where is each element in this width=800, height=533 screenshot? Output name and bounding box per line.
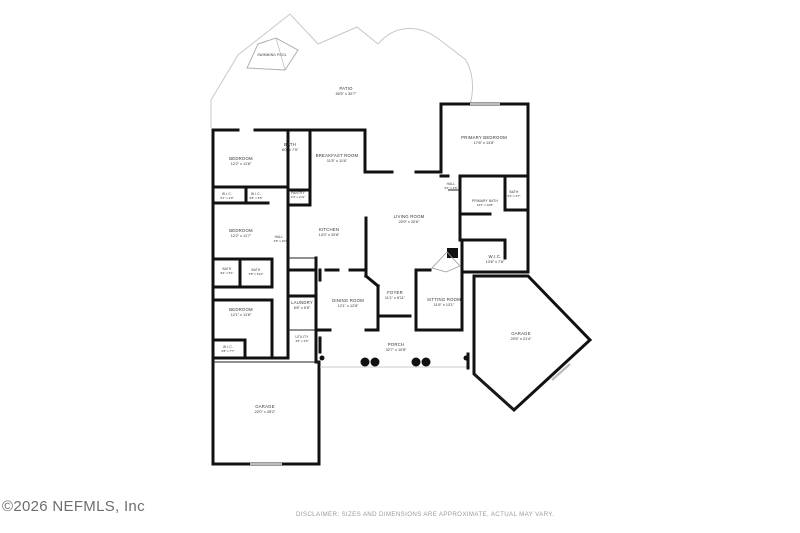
label-garage-left: GARAGE 22'0" x 28'2"	[255, 404, 276, 414]
label-bath-mid-a: BATH 8'4" x 5'1"	[220, 267, 233, 275]
label-swimming-pool: SWIMMING POOL	[257, 53, 286, 57]
label-hall: HALL 3'5" x 16'8"	[274, 235, 289, 243]
sitting-room-name: SITTING ROOM	[427, 297, 461, 302]
primary-bedroom-name: PRIMARY BEDROOM	[461, 135, 507, 140]
wic-right-name: W.I.C.	[489, 254, 502, 259]
label-porch: PORCH 32'7" x 10'8"	[386, 342, 407, 352]
wic-2-name: W.I.C.	[251, 192, 261, 196]
dining-room-name: DINING ROOM	[332, 298, 364, 303]
fireplace	[431, 248, 461, 273]
right-wing-walls	[439, 102, 530, 274]
label-kitchen: KITCHEN 13'3" x 20'8"	[319, 227, 340, 237]
primary-bedroom-dims: 17'8" x 14'8"	[474, 141, 495, 145]
pantry-name: PANTRY	[291, 191, 306, 195]
bedroom-2-name: BEDROOM	[229, 228, 253, 233]
label-dining-room: DINING ROOM 12'1" x 12'8"	[332, 298, 364, 308]
hall-dims: 3'5" x 16'8"	[274, 239, 289, 243]
bath-mid-a-name: BATH	[222, 267, 232, 271]
label-bedroom-3: BEDROOM 12'1" x 11'8"	[229, 307, 253, 317]
label-laundry: LAUNDRY 6'8" x 6'8"	[291, 300, 313, 310]
breakfast-room-dims: 11'5" x 11'6"	[327, 159, 348, 163]
primary-bath-name: PRIMARY BATH	[472, 199, 498, 203]
wic-right-dims: 13'8" x 7'8"	[486, 260, 505, 264]
bath-top-dims: 8'0" x 7'5"	[282, 148, 299, 152]
patio-name: PATIO	[339, 86, 353, 91]
label-bath-mid-b: BATH 5'8" x 6'10"	[249, 268, 264, 276]
living-room-dims: 20'9" x 20'6"	[399, 220, 420, 224]
porch-dims: 32'7" x 10'8"	[386, 348, 407, 352]
patio-dims: 50'5" x 30'7"	[336, 92, 357, 96]
garage-left-name: GARAGE	[255, 404, 275, 409]
left-wing-walls	[211, 128, 290, 364]
bedroom-3-name: BEDROOM	[229, 307, 253, 312]
right-garage-walls	[472, 274, 593, 413]
hall-right-dims: 6'4" x 4'6"	[444, 186, 457, 190]
disclaimer-text: DISCLAIMER: SIZES AND DIMENSIONS ARE APP…	[296, 511, 555, 518]
central-walls	[286, 128, 464, 364]
label-hall-right: HALL 6'4" x 4'6"	[444, 182, 457, 190]
bedroom-2-dims: 12'2" x 11'7"	[231, 234, 252, 238]
label-sitting-room: SITTING ROOM 11'6" x 13'1"	[427, 297, 461, 307]
wic-1-dims: 6'1" x 2'9"	[220, 196, 233, 200]
label-foyer: FOYER 11'1" x 8'11"	[385, 290, 406, 300]
label-bedroom-2: BEDROOM 12'2" x 11'7"	[229, 228, 253, 238]
left-garage-walls	[211, 360, 321, 466]
bath-right-dims: 6'2" x 6'7"	[507, 194, 520, 198]
utility-dims: 3'6" x 4'6"	[295, 339, 308, 343]
laundry-dims: 6'8" x 6'8"	[294, 306, 311, 310]
wic-2-dims: 5'8" x 5'5"	[249, 196, 262, 200]
garage-left-dims: 22'0" x 28'2"	[255, 410, 276, 414]
wic-1-name: W.I.C.	[222, 192, 232, 196]
label-living-room: LIVING ROOM 20'9" x 20'6"	[394, 214, 425, 224]
hall-right-name: HALL	[447, 182, 456, 186]
foyer-dims: 11'1" x 8'11"	[385, 296, 406, 300]
label-utility: UTILITY 3'6" x 4'6"	[295, 335, 309, 343]
copyright-notice: ©2026 NEFMLS, Inc	[2, 498, 145, 515]
bath-mid-b-dims: 5'8" x 6'10"	[249, 272, 264, 276]
garage-right-name: GARAGE	[511, 331, 531, 336]
label-patio: PATIO 50'5" x 30'7"	[336, 86, 357, 96]
wic-3-dims: 6'8" x 7'7"	[221, 349, 234, 353]
label-wic-3: W.I.C. 6'8" x 7'7"	[221, 345, 234, 353]
bath-mid-b-name: BATH	[251, 268, 261, 272]
primary-bath-dims: 13'4" x 10'8"	[477, 203, 493, 207]
label-breakfast-room: BREAKFAST ROOM 11'5" x 11'6"	[316, 153, 359, 163]
bath-top-name: BATH	[284, 142, 296, 147]
breakfast-room-name: BREAKFAST ROOM	[316, 153, 359, 158]
label-bedroom-1: BEDROOM 12'2" x 11'8"	[229, 156, 253, 166]
hall-name: HALL	[275, 235, 284, 239]
bath-mid-a-dims: 8'4" x 5'1"	[220, 271, 233, 275]
garage-right-dims: 20'5" x 21'4"	[511, 337, 532, 341]
label-primary-bedroom: PRIMARY BEDROOM 17'8" x 14'8"	[461, 135, 507, 145]
bath-right-name: BATH	[509, 190, 519, 194]
label-wic-right: W.I.C. 13'8" x 7'8"	[486, 254, 505, 264]
label-bath-right: BATH 6'2" x 6'7"	[507, 190, 520, 198]
label-bath-top: BATH 8'0" x 7'5"	[282, 142, 299, 152]
bedroom-1-name: BEDROOM	[229, 156, 253, 161]
porch	[318, 336, 470, 370]
pantry-dims: 3'4" x 2'11"	[291, 195, 306, 199]
utility-name: UTILITY	[295, 335, 309, 339]
porch-name: PORCH	[388, 342, 405, 347]
bedroom-3-dims: 12'1" x 11'8"	[231, 313, 252, 317]
wic-3-name: W.I.C.	[223, 345, 233, 349]
label-pantry: PANTRY 3'4" x 2'11"	[291, 191, 306, 199]
swimming-pool	[246, 37, 299, 71]
kitchen-dims: 13'3" x 20'8"	[319, 233, 340, 237]
laundry-name: LAUNDRY	[291, 300, 313, 305]
foyer-name: FOYER	[387, 290, 403, 295]
living-room-name: LIVING ROOM	[394, 214, 425, 219]
kitchen-name: KITCHEN	[319, 227, 339, 232]
dining-room-dims: 12'1" x 12'8"	[338, 304, 359, 308]
bedroom-1-dims: 12'2" x 11'8"	[231, 162, 252, 166]
sitting-room-dims: 11'6" x 13'1"	[434, 303, 455, 307]
patio-outline	[210, 13, 474, 128]
label-primary-bath: PRIMARY BATH 13'4" x 10'8"	[472, 199, 498, 207]
swimming-pool-name: SWIMMING POOL	[257, 53, 286, 57]
label-wic-2: W.I.C. 5'8" x 5'5"	[249, 192, 262, 200]
label-garage-right: GARAGE 20'5" x 21'4"	[511, 331, 532, 341]
label-wic-1: W.I.C. 6'1" x 2'9"	[220, 192, 233, 200]
